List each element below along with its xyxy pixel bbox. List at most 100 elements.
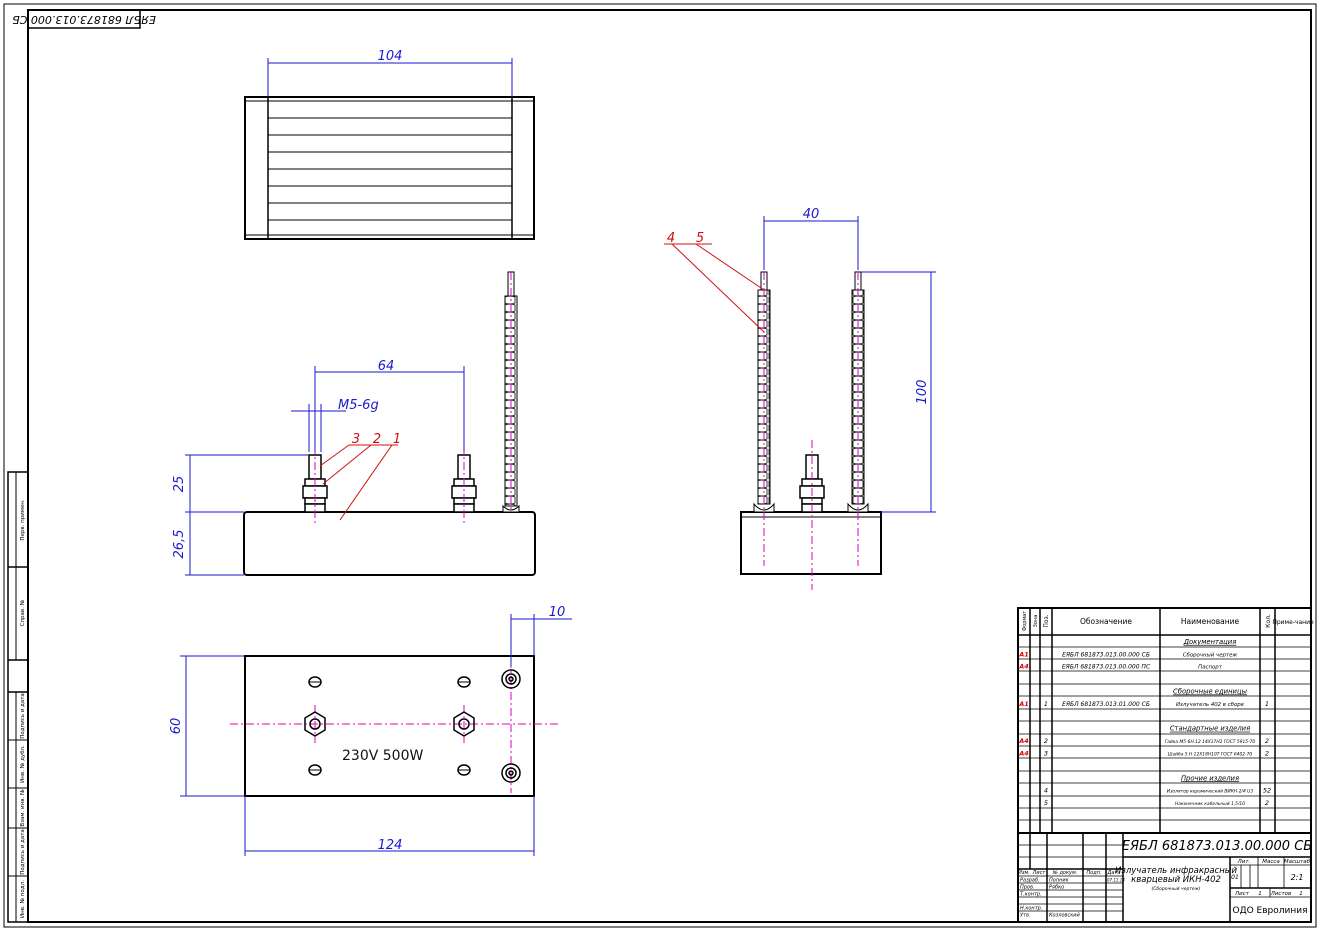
tb-person: Козловский (1049, 913, 1080, 919)
tb-role: Утв. (1020, 913, 1031, 919)
dim-bottom-height: 60 (169, 718, 184, 735)
dim-front-spacing: 64 (378, 359, 395, 374)
stamp-label: Инв. № дубл. (20, 745, 26, 783)
spec-name: Излучатель 402 в сборе (1176, 702, 1245, 708)
company-name: ОДО Евролиния (1232, 906, 1307, 916)
spec-name: Паспорт (1198, 665, 1223, 671)
dim-bottom-width: 124 (378, 838, 403, 853)
leader-label: 1 (393, 432, 401, 447)
sheet-label: Лист (1234, 891, 1250, 897)
lit-value: 01 (1231, 874, 1239, 881)
spec-designation: ЕЯБЛ 681873.013.00.000 СБ (1062, 651, 1150, 658)
title-code: ЕЯБЛ 681873.013.00.000 СБ (1122, 839, 1312, 854)
spec-row: А4 2 Гайка М5-6Н.12 14X17Н2 ГОСТ 5915-70 2 (1018, 737, 1269, 745)
top-view: 104 (244, 49, 535, 240)
title-name-line1: Излучатель инфракрасный (1115, 866, 1238, 876)
spec-format: А4 (1018, 737, 1029, 745)
hex-nut (304, 711, 326, 737)
spec-row: Прочие изделия (1181, 774, 1239, 782)
spec-header: Поз. (1043, 614, 1050, 627)
spec-name: Сборочные единицы (1173, 688, 1248, 696)
stamp-label: Подпись и дата (20, 693, 26, 739)
front-view: 64 M5-6g 25 26,5 3 2 1 (172, 271, 536, 576)
corner-code-box: ЕЯБЛ 681873.013.000 СБ (12, 9, 156, 29)
tb-role: Пров. (1020, 885, 1035, 891)
sheets-label: Листов (1270, 891, 1292, 897)
side-view: 40 100 4 5 (664, 207, 936, 590)
bottom-view: 230V 500W 60 124 10 (169, 605, 572, 856)
corner-code: ЕЯБЛ 681873.013.000 СБ (12, 13, 156, 26)
spec-qty: 2 (1265, 737, 1269, 745)
inner-frame (27, 9, 1312, 923)
spec-header: Зона (1033, 615, 1039, 628)
dim-stud-height: 25 (172, 476, 187, 493)
tb-role: Разраб. (1020, 878, 1040, 884)
tb-person: Рябко (1049, 885, 1064, 891)
col-head: Подп. (1086, 870, 1101, 876)
dim-top-width: 104 (378, 49, 403, 64)
spec-pos: 4 (1044, 787, 1048, 795)
spec-name: Прочие изделия (1181, 774, 1239, 782)
col-head: Лист (1032, 870, 1047, 876)
spec-header: Обозначение (1080, 617, 1132, 626)
dim-body-height: 26,5 (172, 530, 187, 559)
scale-value: 2:1 (1291, 873, 1304, 882)
stamp-label: Подпись и дата (20, 829, 26, 875)
scale-label: Масштаб (1284, 859, 1311, 865)
spec-designation: ЕЯБЛ 681873.013.01.000 СБ (1062, 701, 1150, 708)
spec-header: Кол. (1265, 614, 1272, 628)
sheets-value: 1 (1299, 891, 1303, 897)
sheet-value: 1 (1258, 891, 1262, 897)
title-name-line2: кварцевый ИКН-402 (1131, 875, 1221, 885)
spec-format: А4 (1018, 750, 1029, 758)
spec-row: Сборочные единицы (1173, 688, 1248, 696)
spec-name: Стандартные изделия (1170, 725, 1250, 733)
stamp-label: Перв. примен. (20, 499, 26, 541)
spec-pos: 1 (1044, 700, 1048, 708)
spec-table: Формат Зона Поз. Обозначение Наименовани… (1017, 607, 1314, 834)
spec-name: Документация (1183, 638, 1237, 646)
stamp-label: Инв. № подл. (20, 880, 26, 918)
dim-thread: M5-6g (338, 398, 379, 413)
dim-edge-offset: 10 (549, 605, 566, 620)
spec-row: А1 1 ЕЯБЛ 681873.013.01.000 СБ Излучатель 4… (1018, 700, 1269, 708)
spec-name: Наконечник кабельный 1,5/10 (1175, 801, 1245, 807)
spec-name: Сборочный чертеж (1183, 652, 1238, 658)
stamp-label: Взам. инв. № (20, 789, 26, 827)
spec-header: Наименование (1181, 617, 1240, 626)
spec-qty: 2 (1265, 799, 1269, 807)
leader-label: 2 (373, 432, 381, 447)
spec-row: 4 Изолятор керамический ВИКН-2/4 U3 52 (1044, 787, 1271, 795)
dim-side-spacing: 40 (803, 207, 820, 222)
spec-header: Формат (1022, 611, 1028, 631)
col-head: Изм. (1018, 870, 1030, 876)
tb-role: Т.контр. (1020, 892, 1042, 898)
spec-name: Гайка М5-6Н.12 14X17Н2 ГОСТ 5915-70 (1165, 739, 1256, 745)
lit-label: Лит. (1237, 859, 1251, 865)
col-head: Дата (1107, 870, 1121, 876)
dim-lead-length: 100 (915, 380, 930, 405)
outer-frame (3, 3, 1317, 928)
spec-qty: 1 (1265, 700, 1269, 708)
spec-pos: 5 (1044, 799, 1048, 807)
spec-format: А1 (1018, 700, 1029, 708)
tb-role: Н.контр. (1020, 906, 1042, 912)
spec-designation: ЕЯБЛ 681873.013.00.000 ПС (1062, 664, 1151, 671)
hex-nut (453, 711, 475, 737)
spec-pos: 3 (1044, 750, 1048, 758)
mass-label: Масса (1262, 859, 1280, 865)
leader-label: 3 (352, 432, 360, 447)
tb-person: Попник (1049, 878, 1069, 884)
leader-label: 5 (696, 231, 704, 246)
spec-name: Изолятор керамический ВИКН-2/4 U3 (1167, 789, 1254, 795)
plate-label: 230V 500W (342, 748, 423, 764)
spec-pos: 2 (1044, 737, 1048, 745)
spec-format: А4 (1018, 663, 1029, 671)
spec-qty: 52 (1263, 787, 1271, 795)
spec-header: Приме-чание (1272, 619, 1314, 626)
tb-date: 07.11.14 (1107, 878, 1125, 883)
title-doc-type: (Сборочный чертеж) (1151, 886, 1200, 892)
